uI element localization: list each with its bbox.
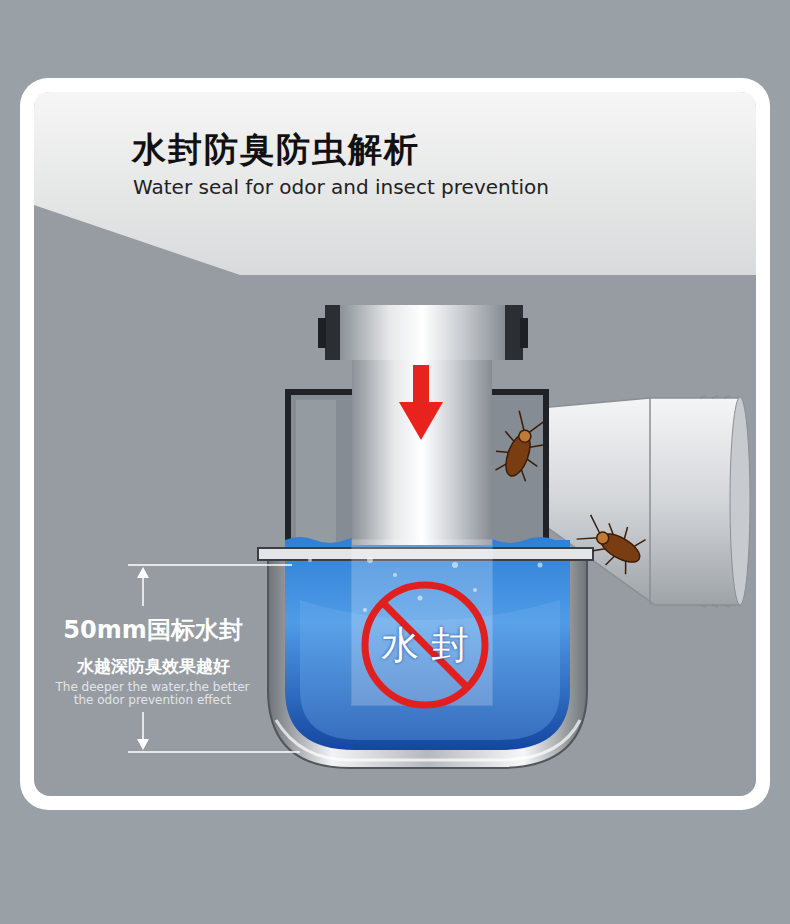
subtitle: Water seal for odor and insect preventio… [133,175,549,199]
dimension-label: 50mm国标水封 [38,615,268,645]
title: 水封防臭防虫解析 [132,127,420,173]
note-english: The deeper the water,the better the odor… [45,681,260,707]
prohibition-sign: 水 封 [360,580,490,710]
node-text: 水 封 [381,623,469,667]
note: 水越深防臭效果越好 [38,655,268,677]
